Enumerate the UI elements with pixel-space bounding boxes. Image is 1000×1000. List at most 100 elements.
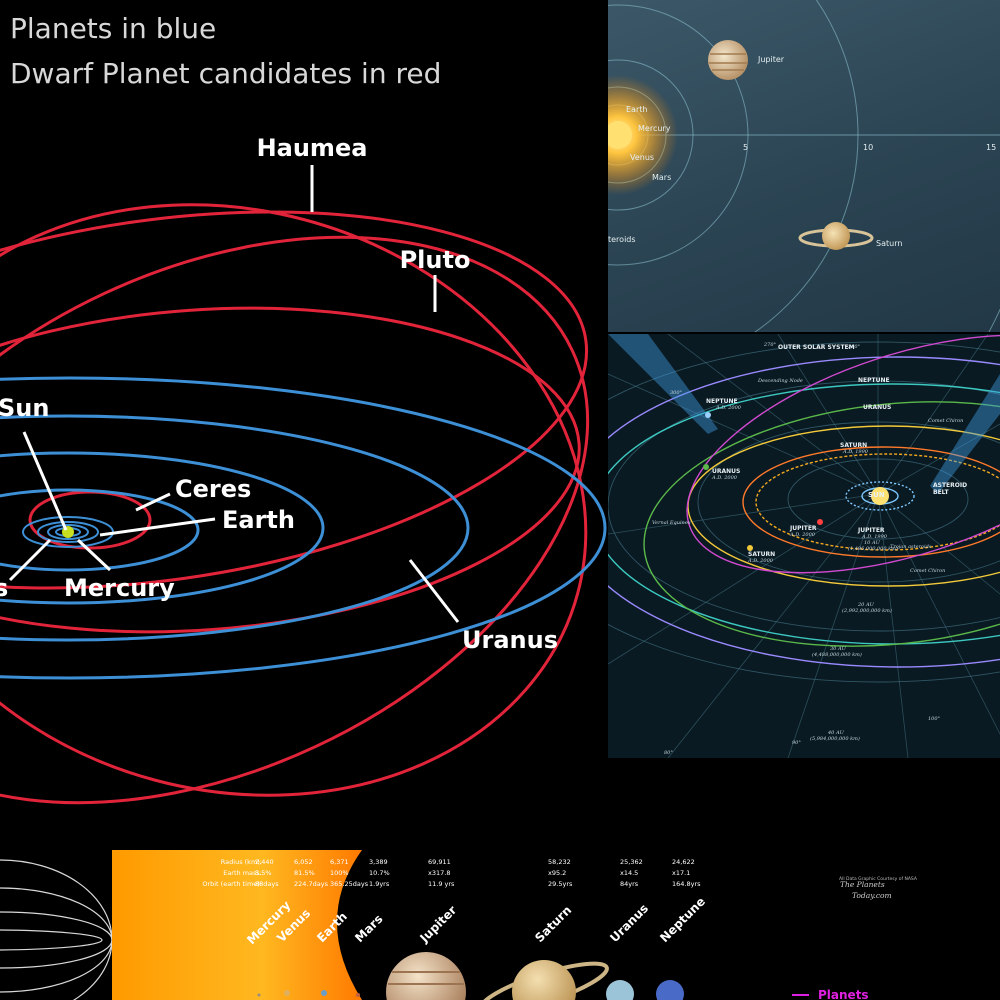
venus-orbit: 224.7days bbox=[294, 880, 329, 888]
jupiter-orbit bbox=[0, 488, 200, 572]
ceres-label: Ceres bbox=[175, 475, 251, 503]
neptune-dot-left bbox=[705, 412, 711, 418]
sun-surface bbox=[112, 850, 362, 1000]
mercury-label: Mercury bbox=[64, 574, 175, 602]
outer-solar-system-art: OUTER SOLAR SYSTEM NEPTUNE NEPTUNE URANU… bbox=[608, 334, 1000, 758]
earth-planet bbox=[321, 990, 327, 996]
uranus-radius: 25,362 bbox=[620, 858, 643, 866]
planet-orbits-outer bbox=[608, 334, 1000, 668]
mars-planet bbox=[356, 993, 360, 997]
jupiter-left-label: JUPITER bbox=[789, 525, 817, 532]
uranus-planet bbox=[606, 980, 634, 1000]
neptune-name: Neptune bbox=[657, 894, 708, 945]
au-30-label: 30 AU bbox=[830, 646, 847, 652]
inner-solar-system-panel: Jupiter Saturn Earth Mercury Venus Mars … bbox=[608, 0, 1000, 332]
earth-orbit bbox=[37, 521, 99, 543]
jupiter-orbit: 11.9 yrs bbox=[428, 880, 455, 888]
grid-rings bbox=[608, 341, 1000, 683]
sun-pointer bbox=[22, 431, 68, 531]
jupiter-left-year: A.D. 2000 bbox=[789, 532, 816, 538]
legend-planets-label: Planets bbox=[818, 988, 869, 1000]
deg-260: 260° bbox=[847, 344, 861, 350]
mercury-pointer bbox=[76, 538, 112, 572]
outer-solar-system-panel: OUTER SOLAR SYSTEM NEPTUNE NEPTUNE URANU… bbox=[608, 334, 1000, 758]
logo-line-1: The Planets bbox=[840, 880, 885, 889]
sun bbox=[608, 121, 632, 149]
uranus-name: Uranus bbox=[607, 901, 651, 945]
planet-data-table: Radius (km): Earth mass: Orbit (earth ti… bbox=[202, 858, 701, 888]
orbit-lines-art bbox=[0, 859, 112, 1000]
uranus-orbit: 84yrs bbox=[620, 880, 639, 888]
earth-label: Earth bbox=[626, 105, 647, 114]
venus-mass: 81.5% bbox=[294, 869, 315, 877]
belt-label: BELT bbox=[933, 489, 950, 496]
earth-mass: 100% bbox=[330, 869, 349, 877]
jupiter-planet-bands bbox=[388, 971, 464, 985]
sun-label: SUN bbox=[868, 491, 885, 499]
jupiter-label: Jupiter bbox=[757, 55, 785, 64]
heading-dwarf-planets: Dwarf Planet candidates in red bbox=[10, 57, 441, 90]
grid-rays bbox=[608, 334, 1000, 758]
au-40-km: (5,984,000,000 km) bbox=[810, 735, 860, 742]
light-beam-left bbox=[608, 334, 718, 434]
orbits-diagram: Planets in blue Dwarf Planet candidates … bbox=[0, 12, 607, 805]
neptune-orbit: 164.8yrs bbox=[672, 880, 701, 888]
saturn-orbit bbox=[0, 451, 325, 605]
saturn-bottom-label: SATURN bbox=[748, 551, 775, 558]
saturn-dot bbox=[747, 545, 753, 551]
mercury-mass: 5.5% bbox=[255, 869, 272, 877]
saturn-name: Saturn bbox=[532, 903, 574, 945]
saturn-radius: 58,232 bbox=[548, 858, 571, 866]
jupiter-planet bbox=[386, 952, 466, 1000]
trojan-asteroids-label: Trojan asteroids bbox=[890, 544, 932, 550]
au-10-label: 10 AU bbox=[864, 540, 881, 546]
earth-orbit: 365.25days bbox=[330, 880, 369, 888]
orbit-lines-panel bbox=[0, 850, 112, 1000]
outer-title: OUTER SOLAR SYSTEM bbox=[778, 344, 855, 351]
earth-label: Earth bbox=[222, 506, 295, 534]
uranus-pointer bbox=[408, 559, 460, 623]
deg-300: 300° bbox=[670, 390, 683, 396]
asteroid-label: ASTEROID bbox=[933, 482, 967, 489]
deg-270: 270° bbox=[763, 342, 777, 348]
label-pointers bbox=[8, 165, 460, 623]
neptune-left-year: A.D. 2000 bbox=[715, 405, 742, 411]
mars-name: Mars bbox=[352, 912, 385, 945]
scale-tick-5: 5 bbox=[743, 143, 748, 152]
orbits-diagram-panel: Planets in blue Dwarf Planet candidates … bbox=[0, 12, 607, 805]
ceres-pointer bbox=[135, 492, 171, 512]
mercury-orbit: 88days bbox=[255, 880, 279, 888]
venus-orbit bbox=[47, 524, 89, 540]
venus-radius: 6,052 bbox=[294, 858, 313, 866]
logo-line-2: Today.com bbox=[852, 891, 892, 900]
pluto-label: Pluto bbox=[400, 246, 471, 274]
makemake-orbit bbox=[0, 203, 588, 797]
sun-glow bbox=[608, 75, 678, 195]
uranus-left-label: URANUS bbox=[712, 468, 740, 475]
scale-tick-10: 10 bbox=[863, 143, 873, 152]
scale-tick-15: 15 bbox=[986, 143, 996, 152]
saturn-orbit: 29.5yrs bbox=[548, 880, 573, 888]
jupiter-bands bbox=[709, 53, 747, 71]
asteroids-label-partial: teroids bbox=[608, 235, 636, 244]
deg-90: 90° bbox=[792, 740, 801, 746]
nasa-credit: All Data Graphic Courtesy of NASA bbox=[839, 876, 918, 882]
neptune-mass: x17.1 bbox=[672, 869, 690, 877]
row-header-orbit: Orbit (earth time): bbox=[202, 880, 262, 888]
au-10-km: (1,496,000,000 km) bbox=[848, 545, 898, 552]
neptune-radius: 24,622 bbox=[672, 858, 695, 866]
saturn-planet bbox=[512, 960, 576, 1000]
saturn-planet bbox=[822, 222, 850, 250]
jupiter-right-label: JUPITER bbox=[857, 527, 885, 534]
earth-pointer bbox=[99, 517, 216, 537]
inner-solar-system-art: Jupiter Saturn Earth Mercury Venus Mars … bbox=[608, 0, 1000, 332]
dwarf-planet-orbits bbox=[0, 203, 590, 805]
mars-mass: 10.7% bbox=[369, 869, 390, 877]
venus-pointer bbox=[8, 538, 52, 582]
orbit-arcs bbox=[0, 859, 112, 1000]
uranus-orbit bbox=[0, 414, 470, 642]
haumea-label: Haumea bbox=[257, 134, 368, 162]
heading-planets: Planets in blue bbox=[10, 12, 216, 45]
au-20-km: (2,992,000,000 km) bbox=[842, 607, 892, 614]
venus-label: Venus bbox=[630, 153, 654, 162]
